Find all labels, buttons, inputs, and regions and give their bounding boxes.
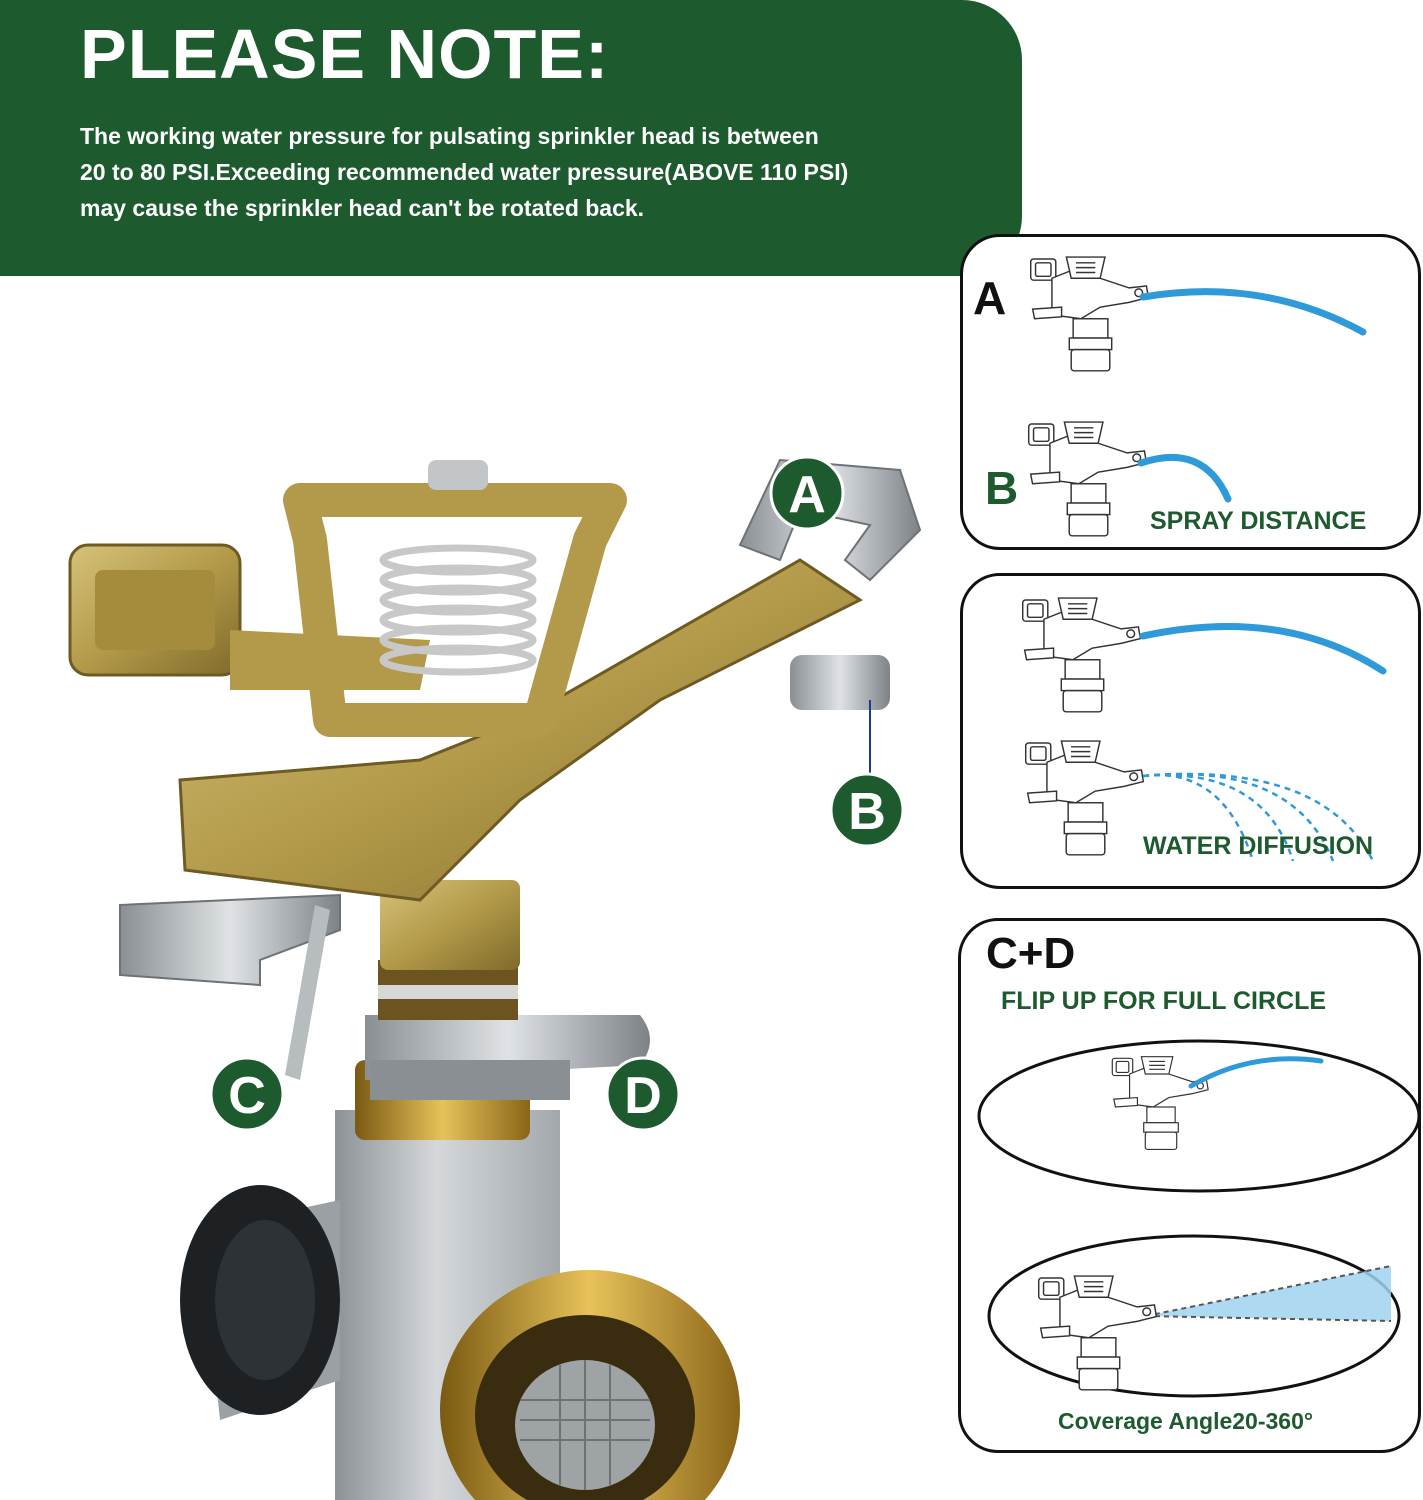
coverage-ellipse — [987, 1234, 1401, 1398]
callout-a-circle — [769, 455, 845, 531]
sprinkler-body — [380, 880, 520, 970]
spray-distance-caption: SPRAY DISTANCE — [1150, 507, 1367, 535]
note-line: 20 to 80 PSI.Exceeding recommended water… — [80, 159, 849, 185]
callout-b-circle — [829, 772, 905, 848]
callout-c: C — [228, 1067, 266, 1125]
diffused-spray-lines — [1142, 772, 1375, 862]
full-circle-subtitle: FLIP UP FOR FULL CIRCLE — [1001, 987, 1327, 1015]
callout-a: A — [788, 466, 826, 524]
nozzle-screw — [790, 655, 890, 710]
sprinkler-product-photo: A B C D — [68, 455, 922, 1500]
spring-frame — [283, 483, 627, 737]
callout-d: D — [624, 1067, 662, 1125]
callout-b: B — [848, 783, 886, 841]
coverage-angle-caption: Coverage Angle20-360° — [1058, 1408, 1314, 1434]
full-circle-ellipse — [977, 1039, 1418, 1193]
note-title: PLEASE NOTE: — [80, 15, 610, 93]
full-circle-illustration — [977, 1039, 1418, 1398]
note-line: The working water pressure for pulsating… — [80, 123, 819, 149]
spring-coil — [379, 544, 537, 676]
spray-distance-illustration — [1027, 256, 1367, 537]
long-spray-arc — [1139, 288, 1367, 336]
note-body: The working water pressure for pulsating… — [80, 118, 980, 226]
full-circle-panel: C+D FLIP UP FOR FULL CIRCLE Coverage Ang… — [958, 918, 1421, 1453]
callout-d-circle — [605, 1056, 681, 1132]
full-circle-spray — [1188, 1056, 1324, 1089]
trip-collar — [119, 893, 341, 987]
water-diffusion-panel: WATER DIFFUSION — [960, 573, 1421, 889]
panel-label-a: A — [973, 272, 1007, 324]
short-spray-arc — [1137, 453, 1232, 503]
water-diffusion-caption: WATER DIFFUSION — [1143, 832, 1374, 860]
panel-label-cd: C+D — [986, 929, 1076, 978]
note-banner: PLEASE NOTE: The working water pressure … — [0, 0, 1022, 276]
spray-distance-panel: A B SPRAY DISTANCE — [960, 234, 1421, 550]
straight-spray-arc — [1139, 623, 1387, 675]
water-diffusion-illustration — [1021, 597, 1387, 862]
note-line: may cause the sprinkler head can't be ro… — [80, 195, 645, 221]
panel-label-b: B — [985, 462, 1019, 514]
callout-c-circle — [209, 1056, 285, 1132]
coverage-angle-sector — [1146, 1266, 1391, 1321]
